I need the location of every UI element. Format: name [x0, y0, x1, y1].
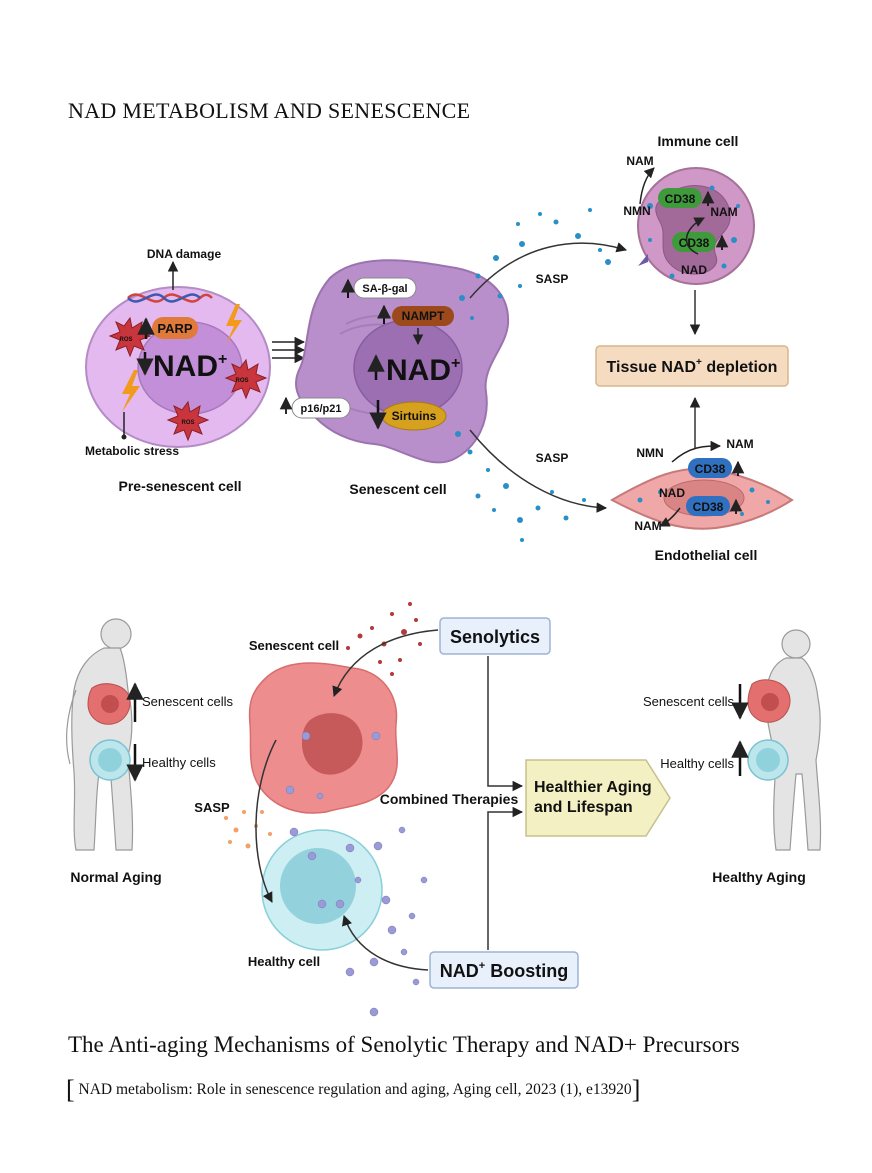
immune-nam-label: NAM	[626, 154, 653, 168]
lightning-icon	[122, 370, 140, 412]
sasp-label-bottom: SASP	[536, 451, 569, 465]
healthy-aging-figure-icon	[765, 629, 822, 851]
sasp-label: SASP	[194, 800, 230, 815]
cd38-label: CD38	[693, 500, 724, 514]
immune-nmn-label: NMN	[623, 204, 650, 218]
senescent-title: Senescent cell	[349, 481, 446, 497]
ros-label: ROS	[119, 337, 132, 343]
parp-label: PARP	[157, 321, 192, 336]
sirtuins-label: Sirtuins	[392, 409, 437, 423]
cd38-badge	[672, 232, 716, 252]
reference-open-bracket: [	[66, 1075, 75, 1104]
senolytics-label: Senolytics	[450, 627, 540, 647]
dna-helix-icon	[127, 293, 213, 303]
senescent-cell-small-icon	[87, 683, 131, 725]
cd38-label: CD38	[679, 236, 710, 250]
large-senescent-cell-icon	[248, 662, 399, 814]
immune-nam-label-2: NAM	[710, 205, 737, 219]
normal-aging-label: Normal Aging	[70, 869, 161, 885]
sasp-label-top: SASP	[536, 272, 569, 286]
senolytics-arrow	[332, 629, 439, 697]
endothelial-nad-label: NAD	[659, 486, 685, 500]
outcome-box	[525, 759, 671, 837]
large-healthy-cell-icon	[261, 829, 383, 951]
combined-therapies-label: Combined Therapies	[380, 791, 519, 807]
p16-p21-label: p16/p21	[301, 403, 342, 415]
reference-citation: [ NAD metabolism: Role in senescence reg…	[66, 1075, 640, 1105]
endothelial-nam-label-2: NAM	[634, 519, 661, 533]
senescent-cell: SA-β-gal NAMPT NAD+ p16/p21 Sirtuins	[279, 259, 510, 464]
sasp-particles-top	[459, 208, 611, 320]
nad-boosting-box	[429, 951, 579, 989]
left-senescent-cells-label: Senescent cells	[142, 694, 234, 709]
right-senescent-cell-small-icon	[747, 679, 791, 723]
cd38-label: CD38	[695, 462, 726, 476]
transition-arrows	[272, 336, 306, 364]
page-heading: NAD METABOLISM AND SENESCENCE	[68, 98, 471, 123]
immune-nad-label: NAD	[681, 263, 707, 277]
nad-boosting-label: NAD+ Boosting	[440, 960, 568, 981]
normal-aging-figure-icon	[66, 618, 134, 851]
endothelial-cell: CD38 CD38	[609, 440, 794, 530]
ros-label: ROS	[181, 420, 194, 426]
pre-nad-label: NAD+	[153, 350, 227, 383]
endothelial-cell-title: Endothelial cell	[655, 547, 758, 563]
cd38-badge	[658, 188, 702, 208]
sasp-arrow-to-immune	[469, 242, 628, 299]
combined-connector-bottom	[487, 806, 524, 950]
sasp-arrow	[255, 739, 277, 903]
right-healthy-cell-small-icon	[747, 739, 789, 781]
reference-close-bracket: ]	[631, 1075, 641, 1104]
outcome-line-1: Healthier Aging	[534, 779, 652, 796]
combined-connector-top	[487, 656, 524, 792]
reference-text: NAD metabolism: Role in senescence regul…	[74, 1081, 632, 1098]
cd38-label: CD38	[665, 192, 696, 206]
tissue-depletion-label: Tissue NAD+ depletion	[607, 357, 778, 376]
left-healthy-cells-label: Healthy cells	[142, 755, 216, 770]
parp-badge	[152, 317, 198, 339]
metabolic-stress-label: Metabolic stress	[85, 444, 179, 458]
cd38-badge	[686, 496, 730, 516]
immune-cell-title: Immune cell	[658, 133, 739, 149]
senolytics-box	[439, 617, 551, 655]
right-healthy-cells-label: Healthy cells	[660, 756, 734, 771]
senescent-red-particles	[346, 602, 422, 676]
endothelial-nmn-label: NMN	[636, 446, 663, 460]
cd38-badge	[688, 458, 732, 478]
senescent-nad-label: NAD+	[386, 354, 460, 387]
nampt-badge	[392, 306, 454, 326]
lightning-icon	[226, 304, 242, 344]
dna-damage-label: DNA damage	[147, 247, 222, 261]
sasp-particles-bottom	[455, 431, 586, 542]
endothelial-nam-label: NAM	[726, 437, 753, 451]
immune-cell: CD38 CD38	[637, 167, 755, 285]
healthy-aging-label: Healthy Aging	[712, 869, 806, 885]
nad-boosting-arrow	[342, 915, 429, 971]
healthy-cell-small-icon	[89, 739, 131, 781]
tissue-depletion-box	[595, 345, 789, 387]
figure-caption: The Anti-aging Mechanisms of Senolytic T…	[68, 1032, 740, 1057]
senescent-cell-label: Senescent cell	[249, 638, 339, 653]
sasp-arrow-to-endothelial	[469, 429, 608, 513]
nad-purple-particles	[285, 731, 428, 1017]
right-senescent-cells-label: Senescent cells	[643, 694, 735, 709]
healthy-cell-label: Healthy cell	[248, 954, 320, 969]
outcome-line-2: and Lifespan	[534, 799, 633, 816]
sasp-orange-particles	[224, 810, 272, 849]
ros-burst-icon	[224, 358, 268, 400]
sa-beta-gal-label: SA-β-gal	[362, 283, 407, 295]
ros-label: ROS	[235, 378, 248, 384]
ros-burst-icon	[166, 400, 210, 442]
pre-senescent-title: Pre-senescent cell	[119, 478, 242, 494]
nampt-label: NAMPT	[402, 309, 445, 323]
pre-senescent-cell: PARP NAD+ ROS ROS ROS	[85, 286, 271, 448]
